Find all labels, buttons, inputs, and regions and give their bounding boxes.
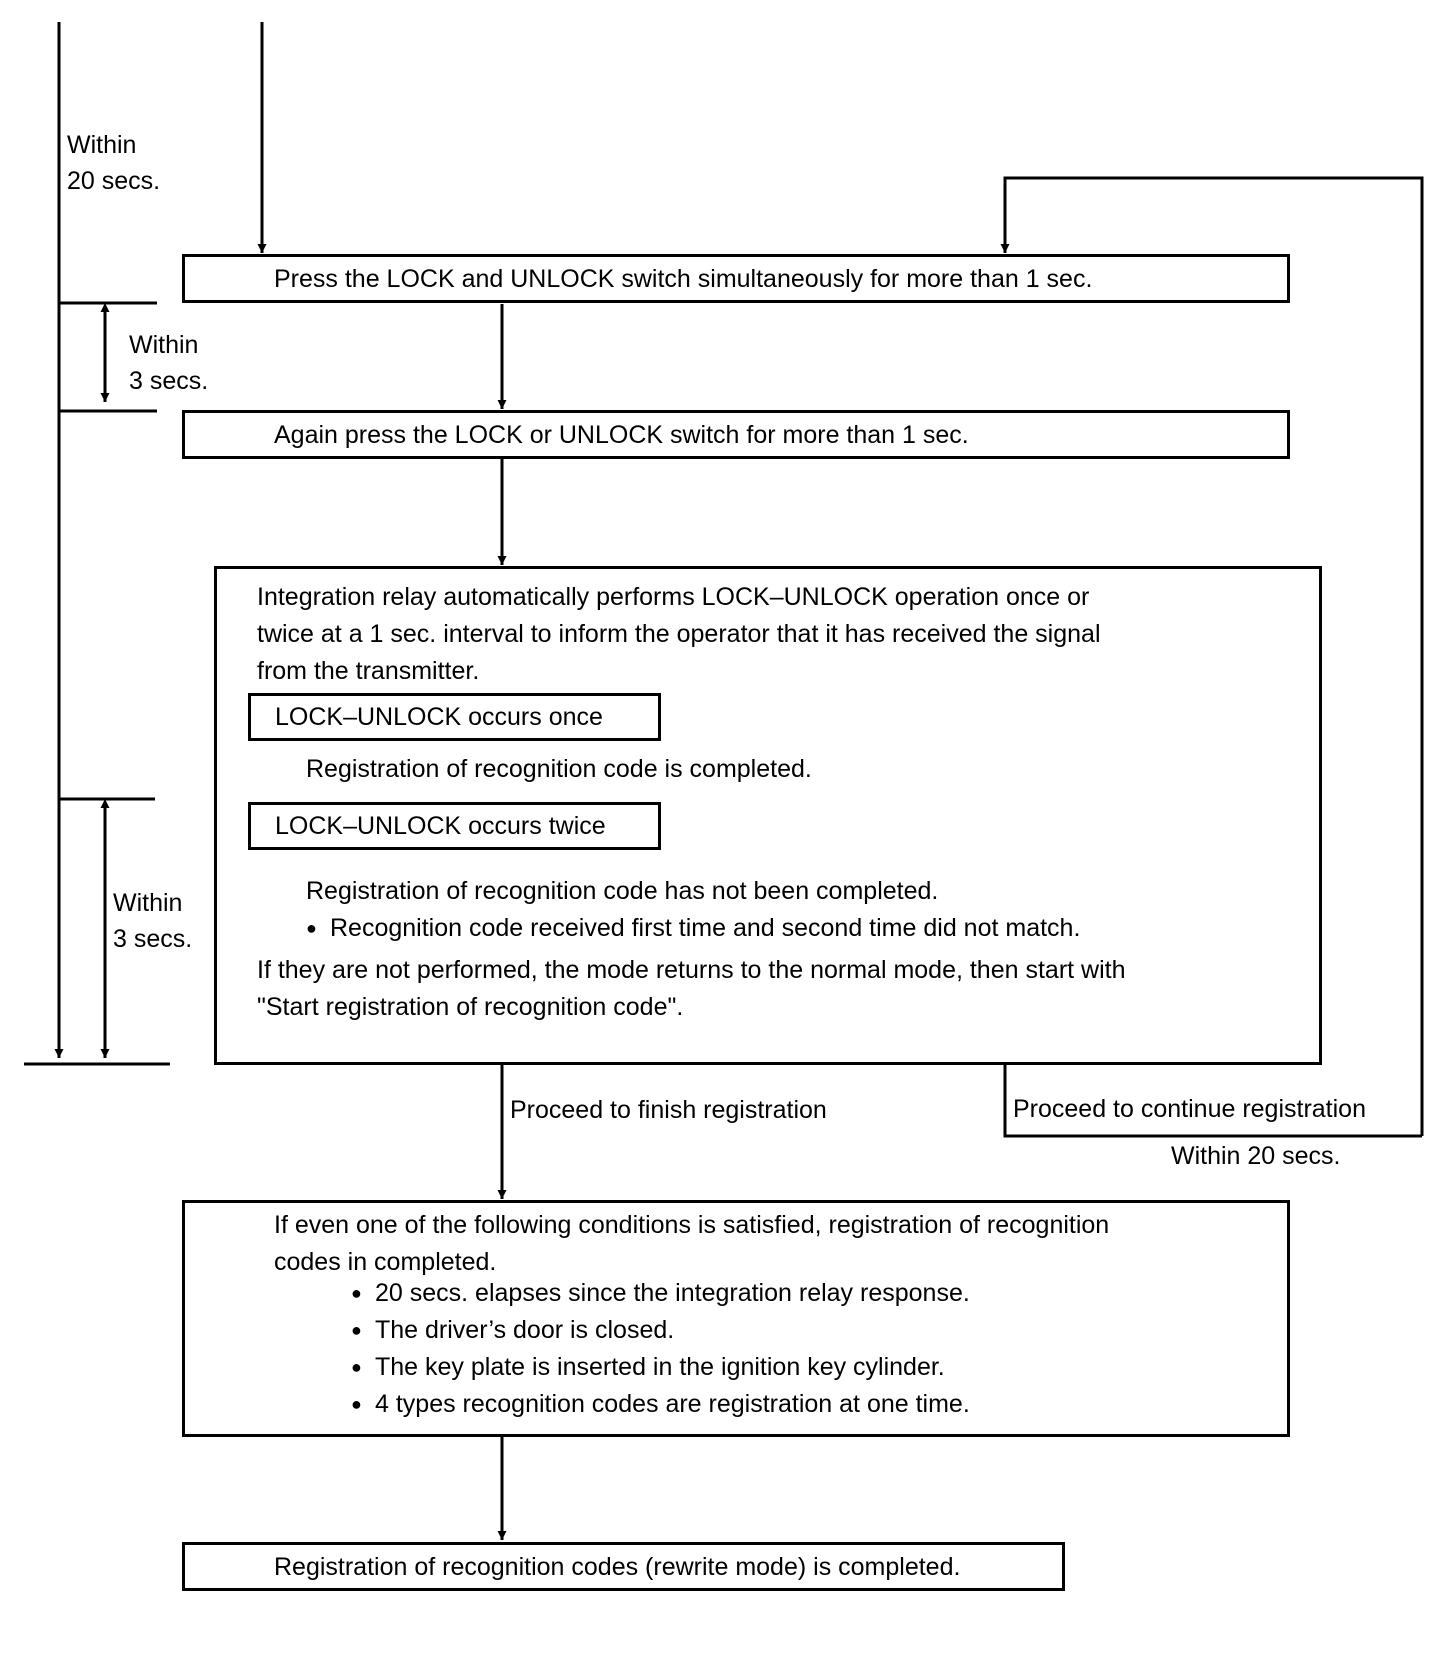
step-3-box: Integration relay automatically performs… bbox=[214, 566, 1322, 1065]
label-line: Within bbox=[113, 889, 183, 917]
step-5-box: Registration of recognition codes (rewri… bbox=[182, 1542, 1065, 1591]
continue-bracket bbox=[1003, 1062, 1422, 1138]
label-continue: Proceed to continue registration bbox=[1013, 1095, 1366, 1123]
once-label-box: LOCK–UNLOCK occurs once bbox=[248, 693, 661, 741]
twice-label-box: LOCK–UNLOCK occurs twice bbox=[248, 802, 661, 850]
once-text: Registration of recognition code is comp… bbox=[306, 755, 812, 783]
twice-text: Registration of recognition code has not… bbox=[306, 877, 939, 905]
note-line: "Start registration of recognition code"… bbox=[257, 993, 684, 1021]
label-line: 3 secs. bbox=[129, 367, 209, 395]
condition-item: The driver’s door is closed. bbox=[351, 1312, 970, 1349]
intro-line: from the transmitter. bbox=[257, 657, 480, 685]
label-finish: Proceed to finish registration bbox=[510, 1096, 827, 1124]
label-within-3-b: Within 3 secs. bbox=[113, 885, 192, 957]
label-within-20-top: Within 20 secs. bbox=[67, 127, 160, 199]
twice-bullet: Recognition code received first time and… bbox=[306, 910, 1080, 947]
step-2-text: Again press the LOCK or UNLOCK switch fo… bbox=[274, 421, 969, 449]
step-2-box: Again press the LOCK or UNLOCK switch fo… bbox=[182, 410, 1290, 459]
intro-line: codes in completed. bbox=[274, 1248, 497, 1276]
note-line: If they are not performed, the mode retu… bbox=[257, 956, 1126, 984]
label-line: 20 secs. bbox=[67, 167, 161, 195]
label-within-20-bottom: Within 20 secs. bbox=[1171, 1142, 1341, 1170]
step-5-text: Registration of recognition codes (rewri… bbox=[274, 1553, 961, 1581]
loop-back-line bbox=[1000, 176, 1424, 1136]
step-4-box: If even one of the following conditions … bbox=[182, 1200, 1290, 1437]
step-4-intro: If even one of the following conditions … bbox=[274, 1207, 1109, 1281]
condition-item: 4 types recognition codes are registrati… bbox=[351, 1386, 970, 1423]
twice-detail: Registration of recognition code has not… bbox=[306, 873, 1080, 947]
condition-item: The key plate is inserted in the ignitio… bbox=[351, 1349, 970, 1386]
step-1-box: Press the LOCK and UNLOCK switch simulta… bbox=[182, 254, 1290, 303]
step-1-text: Press the LOCK and UNLOCK switch simulta… bbox=[274, 265, 1093, 293]
intro-line: Integration relay automatically performs… bbox=[257, 583, 1090, 611]
step-3-note: If they are not performed, the mode retu… bbox=[257, 952, 1126, 1026]
step-3-intro: Integration relay automatically performs… bbox=[257, 579, 1101, 690]
step-4-bullets: 20 secs. elapses since the integration r… bbox=[351, 1275, 970, 1423]
intro-line: If even one of the following conditions … bbox=[274, 1211, 1110, 1239]
condition-item: 20 secs. elapses since the integration r… bbox=[351, 1275, 970, 1312]
label-within-3-a: Within 3 secs. bbox=[129, 327, 208, 399]
label-line: 3 secs. bbox=[113, 925, 193, 953]
intro-line: twice at a 1 sec. interval to inform the… bbox=[257, 620, 1101, 648]
label-line: Within bbox=[129, 331, 199, 359]
label-line: Within bbox=[67, 131, 137, 159]
